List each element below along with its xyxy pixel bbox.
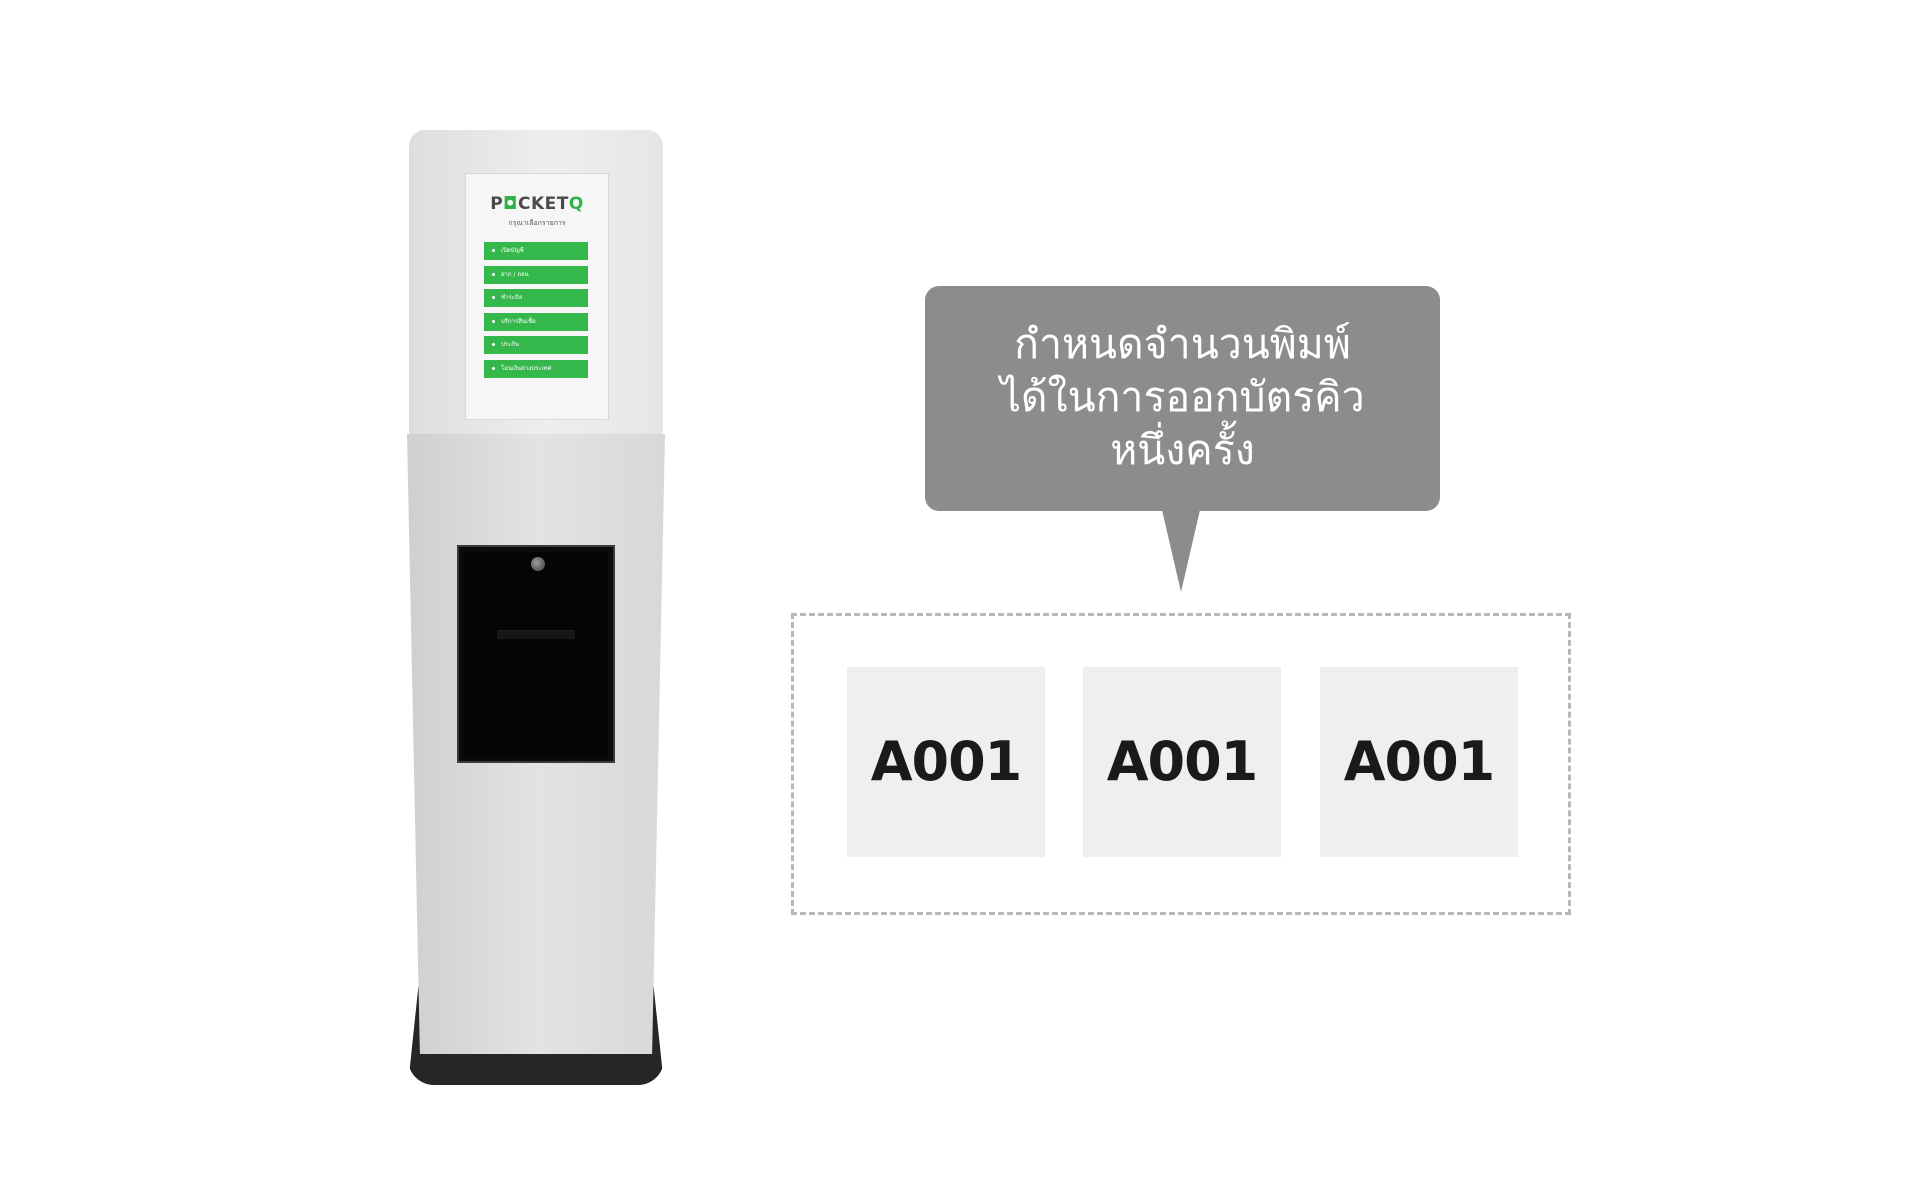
logo-o-mark: ◘	[503, 194, 518, 214]
pocketq-logo: P◘CKETQ	[466, 194, 608, 214]
ticket-number: A001	[1343, 730, 1496, 793]
menu-item-insurance[interactable]: ประกัน	[484, 336, 588, 354]
queue-kiosk: P◘CKETQ กรุณาเลือกรายการ เปิดบัญชี ฝาก /…	[407, 130, 665, 1055]
menu-item-label: ชำระบิล	[501, 294, 523, 301]
menu-item-loan[interactable]: บริการสินเชื่อ	[484, 312, 588, 331]
logo-prefix: P	[490, 194, 504, 214]
callout-bubble: กำหนดจำนวนพิมพ์ ได้ในการออกบัตรคิว หนึ่ง…	[925, 286, 1440, 511]
menu-item-pay-bill[interactable]: ชำระบิล	[484, 289, 588, 307]
menu-item-label: ฝาก / ถอน	[501, 270, 529, 278]
queue-ticket: A001	[1083, 667, 1281, 857]
kiosk-screen: P◘CKETQ กรุณาเลือกรายการ เปิดบัญชี ฝาก /…	[465, 173, 609, 420]
screen-subtitle: กรุณาเลือกรายการ	[508, 219, 566, 227]
bullet-icon	[492, 366, 495, 370]
lock-icon	[531, 557, 545, 571]
logo-mid: CKET	[517, 194, 569, 214]
menu-item-label: บริการสินเชื่อ	[501, 317, 536, 325]
menu-item-label: โอนเงินต่างประเทศ	[501, 364, 552, 372]
menu-item-label: เปิดบัญชี	[501, 247, 524, 254]
queue-ticket: A001	[1320, 667, 1518, 857]
kiosk-head: P◘CKETQ กรุณาเลือกรายการ เปิดบัญชี ฝาก /…	[409, 130, 663, 434]
callout-line: กำหนดจำนวนพิมพ์	[1014, 320, 1351, 368]
service-menu: เปิดบัญชี ฝาก / ถอน ชำระบิล บริการสินเชื…	[484, 242, 588, 383]
bullet-icon	[492, 272, 495, 276]
bullet-icon	[492, 296, 495, 299]
callout-line: ได้ในการออกบัตรคิว	[1000, 373, 1365, 421]
menu-item-label: ประกัน	[501, 341, 519, 348]
logo-q: Q	[568, 194, 584, 214]
bullet-icon	[492, 343, 495, 346]
ticket-number: A001	[1106, 730, 1259, 793]
menu-item-open-account[interactable]: เปิดบัญชี	[484, 242, 588, 260]
ticket-slot	[497, 630, 575, 639]
ticket-group-frame	[791, 613, 1571, 915]
bullet-icon	[492, 319, 495, 323]
callout-line: หนึ่งครั้ง	[1110, 426, 1255, 474]
ticket-number: A001	[870, 730, 1023, 793]
menu-item-transfer-abroad[interactable]: โอนเงินต่างประเทศ	[484, 359, 588, 378]
printer-panel	[457, 545, 615, 763]
callout-tail	[1162, 510, 1200, 592]
printer-panel-inner	[464, 552, 608, 756]
bullet-icon	[492, 249, 495, 252]
queue-ticket: A001	[847, 667, 1045, 857]
callout-text: กำหนดจำนวนพิมพ์ ได้ในการออกบัตรคิว หนึ่ง…	[925, 318, 1440, 477]
menu-item-deposit-withdraw[interactable]: ฝาก / ถอน	[484, 265, 588, 284]
